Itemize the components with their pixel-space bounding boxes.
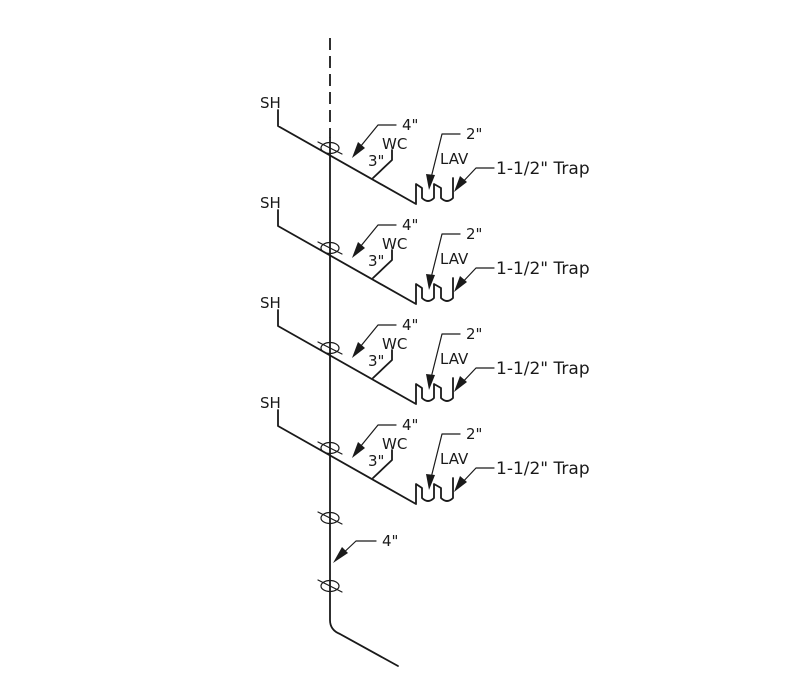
wc-size-leader	[352, 424, 397, 458]
soil-stack	[329, 137, 399, 667]
trap-label: 1-1/2" Trap	[496, 459, 590, 479]
lav-label: LAV	[440, 250, 469, 268]
lav-label: LAV	[440, 450, 469, 468]
wc-branch	[372, 349, 393, 379]
wc-branch	[372, 449, 393, 479]
branch-size-label: 3"	[368, 452, 384, 470]
stack-fitting	[317, 441, 343, 455]
lav-size-leader	[426, 133, 461, 190]
wc-label: WC	[382, 135, 407, 153]
lav-size-label: 2"	[466, 225, 482, 243]
stack-fitting	[317, 341, 343, 355]
wc-size-label: 4"	[402, 116, 418, 134]
branch-size-label: 3"	[368, 152, 384, 170]
lav-size-leader	[426, 333, 461, 390]
shower-label: SH	[260, 294, 281, 312]
floor-branch: SH 4"WC3" 2" LAV 1-1/2" Trap	[260, 194, 590, 305]
trap-leader	[454, 367, 495, 392]
stack-size-label: 4"	[382, 532, 398, 550]
stack-fitting	[317, 511, 343, 525]
horizontal-branch	[277, 409, 454, 505]
shower-label: SH	[260, 194, 281, 212]
floor-branch: SH 4"WC3" 2" LAV 1-1/2" Trap	[260, 394, 590, 505]
lav-label: LAV	[440, 150, 469, 168]
lav-size-leader	[426, 433, 461, 490]
wc-size-leader	[352, 124, 397, 158]
stack-fitting	[317, 241, 343, 255]
horizontal-branch	[277, 109, 454, 205]
stack-size-leader	[333, 540, 377, 563]
wc-size-leader	[352, 324, 397, 358]
trap-leader	[454, 467, 495, 492]
floor-branch: SH 4"WC3" 2" LAV 1-1/2" Trap	[260, 294, 590, 405]
shower-label: SH	[260, 394, 281, 412]
wc-size-label: 4"	[402, 216, 418, 234]
lav-size-label: 2"	[466, 425, 482, 443]
wc-label: WC	[382, 435, 407, 453]
trap-label: 1-1/2" Trap	[496, 359, 590, 379]
wc-label: WC	[382, 335, 407, 353]
trap-label: 1-1/2" Trap	[496, 159, 590, 179]
shower-label: SH	[260, 94, 281, 112]
horizontal-branch	[277, 309, 454, 405]
wc-branch	[372, 249, 393, 279]
lav-size-label: 2"	[466, 125, 482, 143]
wc-size-label: 4"	[402, 416, 418, 434]
lav-size-leader	[426, 233, 461, 290]
wc-size-leader	[352, 224, 397, 258]
branch-size-label: 3"	[368, 352, 384, 370]
horizontal-branch	[277, 209, 454, 305]
branch-size-label: 3"	[368, 252, 384, 270]
lav-label: LAV	[440, 350, 469, 368]
trap-leader	[454, 267, 495, 292]
stack-fitting	[317, 579, 343, 593]
wc-branch	[372, 149, 393, 179]
wc-size-label: 4"	[402, 316, 418, 334]
stack-fitting	[317, 141, 343, 155]
trap-label: 1-1/2" Trap	[496, 259, 590, 279]
lav-size-label: 2"	[466, 325, 482, 343]
floor-branch: SH 4"WC3" 2" LAV 1-1/2" Trap	[260, 94, 590, 205]
trap-leader	[454, 167, 495, 192]
wc-label: WC	[382, 235, 407, 253]
